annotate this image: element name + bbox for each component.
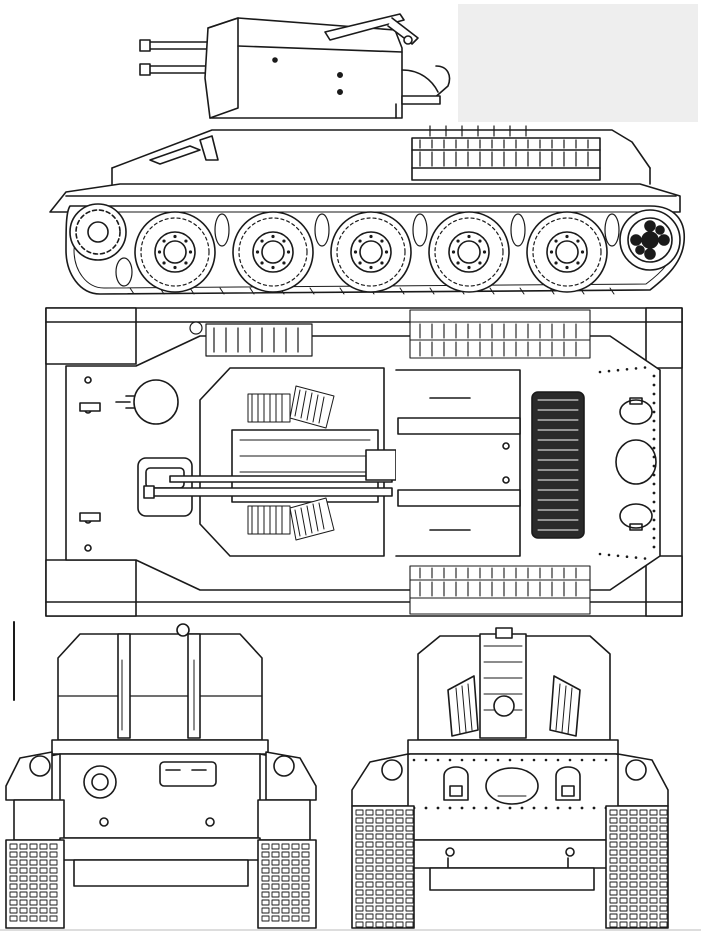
gun-mount-front	[117, 623, 201, 739]
rear-tracks	[351, 805, 669, 929]
engine-louvers-top	[409, 309, 591, 615]
road-wheels	[134, 211, 608, 293]
front-fenders	[5, 751, 317, 841]
radiator-grille-top	[531, 391, 585, 539]
scan-background-patch	[458, 4, 698, 122]
exhaust-pipes	[443, 766, 581, 801]
hull-side-lightening-holes	[115, 213, 620, 287]
front-hull-mg-mount	[83, 765, 117, 799]
rear-fenders	[351, 753, 669, 807]
driver-hatch-top	[115, 379, 193, 517]
turret-side	[204, 13, 451, 119]
ammo-racks-top	[247, 385, 335, 541]
rear-gun-mechanism	[447, 627, 581, 739]
road-wheel	[232, 211, 314, 293]
top-view	[45, 307, 683, 617]
front-hatch	[159, 761, 217, 787]
road-wheel	[428, 211, 510, 293]
front-view	[5, 623, 317, 929]
turret-top	[143, 367, 437, 557]
stowage-box-top	[189, 321, 313, 357]
track-tread	[355, 809, 414, 928]
rear-plate-rivets	[598, 366, 656, 560]
idler-wheel	[69, 203, 127, 261]
front-tracks	[5, 839, 317, 929]
road-wheel	[330, 211, 412, 293]
drive-sprocket	[619, 209, 681, 271]
track-tread	[9, 843, 58, 922]
rear-transmission-hatch	[485, 767, 539, 805]
rear-view	[351, 627, 669, 929]
gun-barrels-side	[139, 39, 213, 76]
track-tread	[609, 809, 668, 928]
road-wheel	[134, 211, 216, 293]
rear-hatches-top	[615, 397, 657, 531]
road-wheel	[526, 211, 608, 293]
track-tread	[261, 843, 310, 922]
top-view-bolts	[79, 376, 101, 552]
side-view	[49, 13, 686, 295]
engine-louvers-side	[419, 139, 589, 167]
hull-side	[49, 125, 681, 213]
engine-deck-top	[395, 369, 521, 557]
